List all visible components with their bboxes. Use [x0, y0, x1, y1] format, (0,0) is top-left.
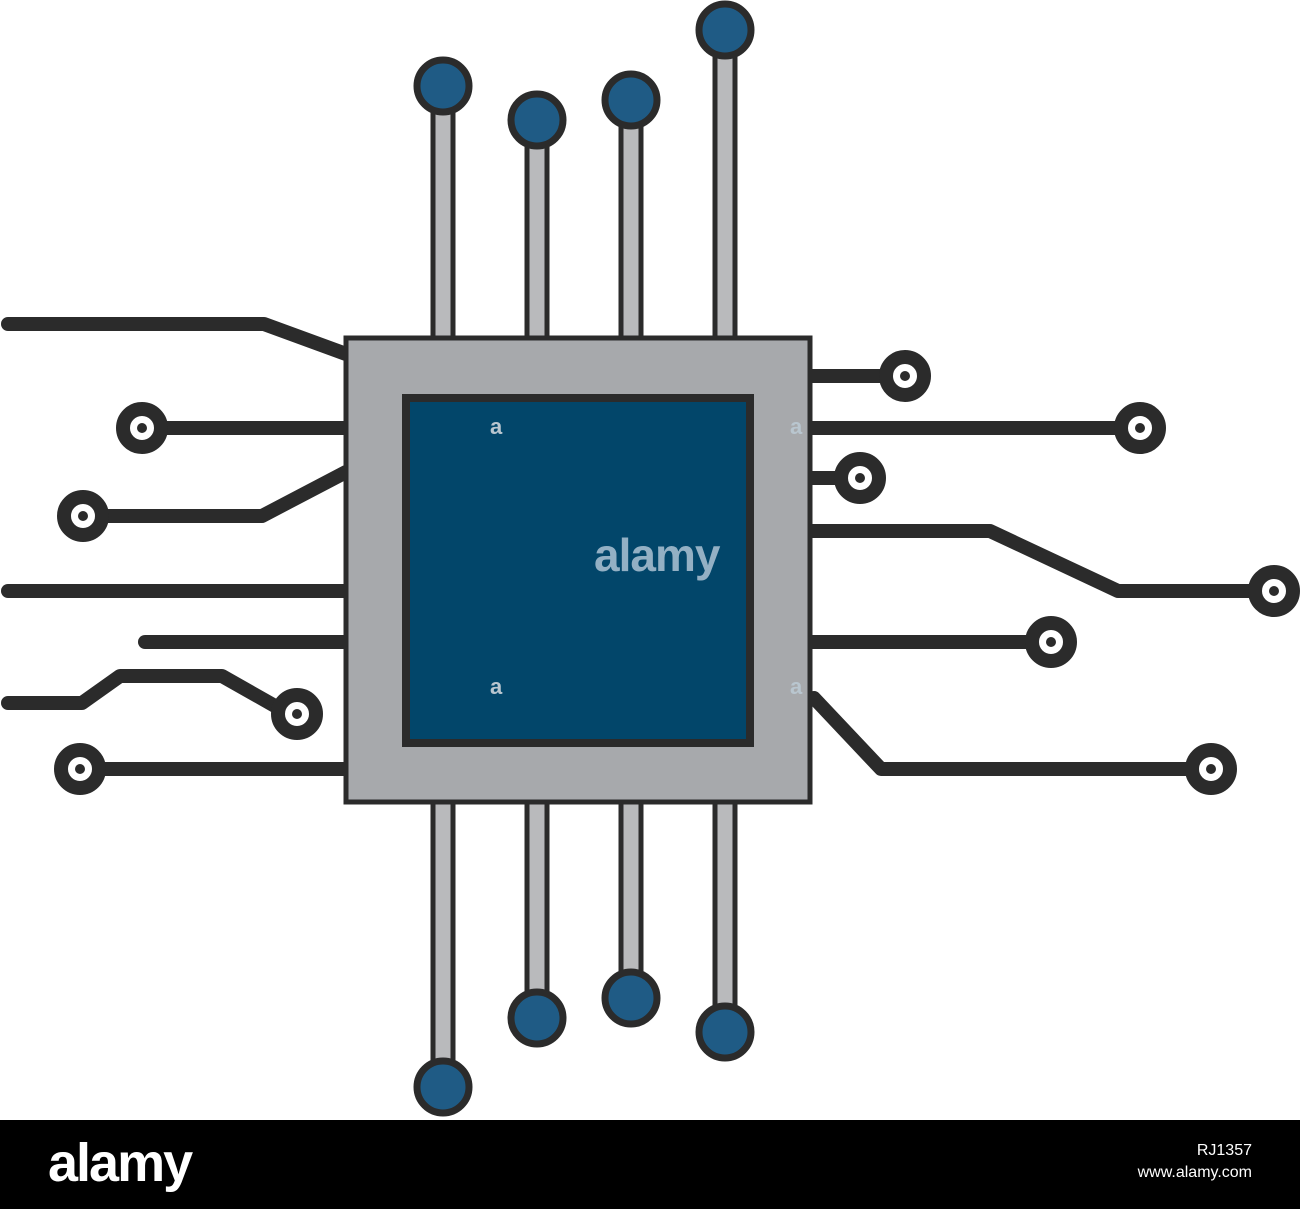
- watermark-mark: a: [790, 674, 802, 699]
- pad-icon: [695, 1002, 755, 1062]
- left-trace-3: [93, 465, 353, 523]
- left-trace-1: [1, 317, 353, 361]
- pin-pads: [413, 0, 755, 1117]
- left-traces: [1, 317, 353, 776]
- bottom-pin: [430, 797, 456, 1071]
- left-node-dots: [75, 423, 302, 774]
- image-id: RJ1357: [1196, 1142, 1252, 1159]
- bottom-pin: [712, 797, 738, 1017]
- pad-icon: [601, 968, 661, 1028]
- site-url: www.alamy.com: [1137, 1164, 1252, 1181]
- pad-icon: [601, 70, 661, 130]
- top-pin: [524, 137, 550, 343]
- left-trace-6: [1, 669, 289, 717]
- bottom-pins: [430, 797, 738, 1071]
- watermark-brand: alamy: [594, 529, 720, 581]
- footer-logo: alamy: [48, 1133, 193, 1193]
- pad-icon: [507, 988, 567, 1048]
- pad-icon: [413, 1057, 473, 1117]
- top-pin: [618, 117, 644, 343]
- pad-icon: [413, 56, 473, 116]
- left-nodes: [54, 402, 323, 795]
- bottom-pin: [618, 797, 644, 983]
- microchip-illustration: [1, 0, 1300, 1117]
- right-node-dots: [855, 371, 1279, 774]
- footer-image-info: RJ1357 www.alamy.com: [1138, 1140, 1252, 1184]
- watermark-mark: a: [490, 674, 502, 699]
- right-trace-4: [803, 524, 1262, 598]
- top-pin: [712, 47, 738, 343]
- right-traces: [803, 369, 1262, 776]
- chip-core: [402, 394, 754, 747]
- watermark-mark: a: [490, 414, 502, 439]
- watermark-mark: a: [790, 414, 802, 439]
- right-trace-6: [807, 691, 1200, 776]
- bottom-pin: [524, 797, 550, 1003]
- top-pin: [430, 101, 456, 343]
- watermark-footer: alamy RJ1357 www.alamy.com: [0, 1120, 1300, 1209]
- pad-icon: [695, 0, 755, 60]
- top-pins: [430, 47, 738, 343]
- pad-icon: [507, 90, 567, 150]
